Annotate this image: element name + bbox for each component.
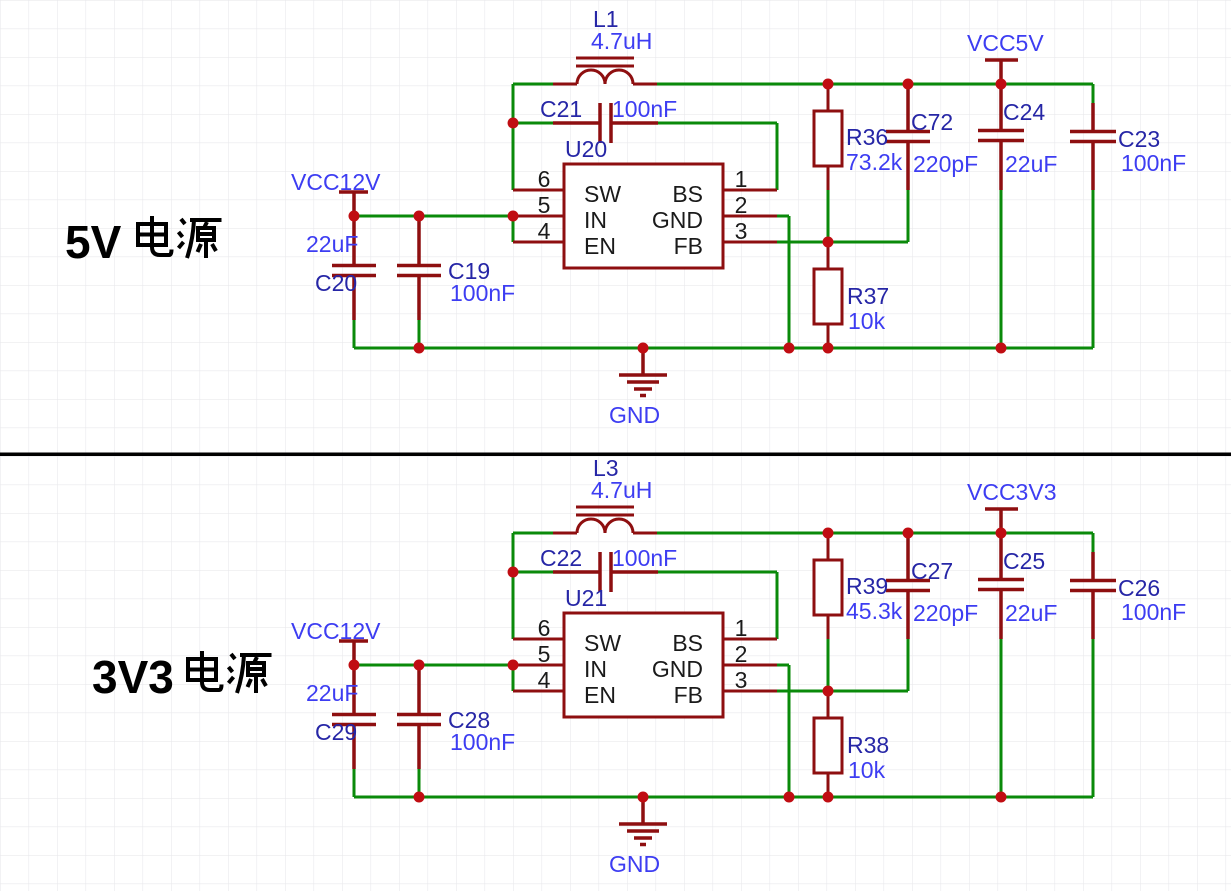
net-label-vcc12v: VCC12V	[291, 169, 381, 195]
output-cap1-designator: C25	[1003, 548, 1045, 574]
fb-res-upper-designator: R39	[846, 573, 888, 599]
pin-name-fb: FB	[674, 682, 703, 708]
circuit-3v3-labels: 3V3 L3 4.7uH C22 100nF U21 VCC12V 22uF C…	[92, 455, 1186, 877]
pin-number-1: 1	[735, 166, 748, 192]
pin-name-bs: BS	[672, 630, 703, 656]
fb-res-upper-designator: R36	[846, 124, 888, 150]
pin-name-sw: SW	[584, 181, 621, 207]
pin-name-in: IN	[584, 656, 607, 682]
pin-name-gnd: GND	[652, 656, 703, 682]
net-label-vcc12v: VCC12V	[291, 618, 381, 644]
pin-name-en: EN	[584, 233, 616, 259]
fb-res-lower-designator: R37	[847, 283, 889, 309]
output-cap1-value: 22uF	[1005, 151, 1057, 177]
section-title-3v3: 3V3	[92, 649, 274, 703]
pin-number-5: 5	[538, 192, 551, 218]
input-cap1-designator: C20	[315, 270, 357, 296]
fb-res-upper-value: 45.3k	[846, 598, 903, 624]
net-label-gnd: GND	[609, 402, 660, 428]
net-label-vcc3v3: VCC3V3	[967, 479, 1056, 505]
output-cap2-value: 100nF	[1121, 150, 1186, 176]
net-label-vcc5v: VCC5V	[967, 30, 1044, 56]
bootstrap-cap-value: 100nF	[612, 545, 677, 571]
input-cap2-value: 100nF	[450, 280, 515, 306]
fb-res-lower-value: 10k	[848, 757, 886, 783]
inductor-value: 4.7uH	[591, 28, 652, 54]
pin-number-4: 4	[538, 218, 551, 244]
pin-number-6: 6	[538, 166, 551, 192]
pin-number-2: 2	[735, 641, 748, 667]
inductor-designator: L1	[593, 6, 619, 32]
input-cap1-value: 22uF	[306, 231, 358, 257]
input-cap2-value: 100nF	[450, 729, 515, 755]
bootstrap-cap-designator: C22	[540, 545, 582, 571]
output-cap2-value: 100nF	[1121, 599, 1186, 625]
ic-designator: U20	[565, 136, 607, 162]
pin-name-sw: SW	[584, 630, 621, 656]
title-text: 3V3	[92, 651, 174, 703]
output-cap2-designator: C26	[1118, 575, 1160, 601]
output-cap2-designator: C23	[1118, 126, 1160, 152]
pin-number-5: 5	[538, 641, 551, 667]
pin-number-1: 1	[735, 615, 748, 641]
pin-number-3: 3	[735, 218, 748, 244]
pin-number-3: 3	[735, 667, 748, 693]
pin-name-in: IN	[584, 207, 607, 233]
ff-cap-designator: C72	[911, 109, 953, 135]
input-cap2-designator: C28	[448, 707, 490, 733]
pin-number-6: 6	[538, 615, 551, 641]
bootstrap-cap-value: 100nF	[612, 96, 677, 122]
net-label-gnd: GND	[609, 851, 660, 877]
pin-name-bs: BS	[672, 181, 703, 207]
inductor-designator: L3	[593, 455, 619, 481]
output-cap1-designator: C24	[1003, 99, 1045, 125]
pin-name-fb: FB	[674, 233, 703, 259]
pin-name-en: EN	[584, 682, 616, 708]
section-divider	[0, 452, 1231, 456]
pin-number-4: 4	[538, 667, 551, 693]
fb-res-lower-value: 10k	[848, 308, 886, 334]
title-text: 5V	[65, 216, 122, 268]
section-title-5v: 5V	[65, 214, 224, 268]
ff-cap-designator: C27	[911, 558, 953, 584]
input-cap2-designator: C19	[448, 258, 490, 284]
pin-number-2: 2	[735, 192, 748, 218]
output-cap1-value: 22uF	[1005, 600, 1057, 626]
fb-res-lower-designator: R38	[847, 732, 889, 758]
fb-res-upper-value: 73.2k	[846, 149, 903, 175]
ic-designator: U21	[565, 585, 607, 611]
input-cap1-value: 22uF	[306, 680, 358, 706]
circuit-5v-labels: 5V L1 4.7uH C21 100nF U20 VCC12V 22uF C2…	[65, 6, 1186, 428]
inductor-value: 4.7uH	[591, 477, 652, 503]
pin-name-gnd: GND	[652, 207, 703, 233]
ff-cap-value: 220pF	[913, 600, 978, 626]
ff-cap-value: 220pF	[913, 151, 978, 177]
bootstrap-cap-designator: C21	[540, 96, 582, 122]
input-cap1-designator: C29	[315, 719, 357, 745]
